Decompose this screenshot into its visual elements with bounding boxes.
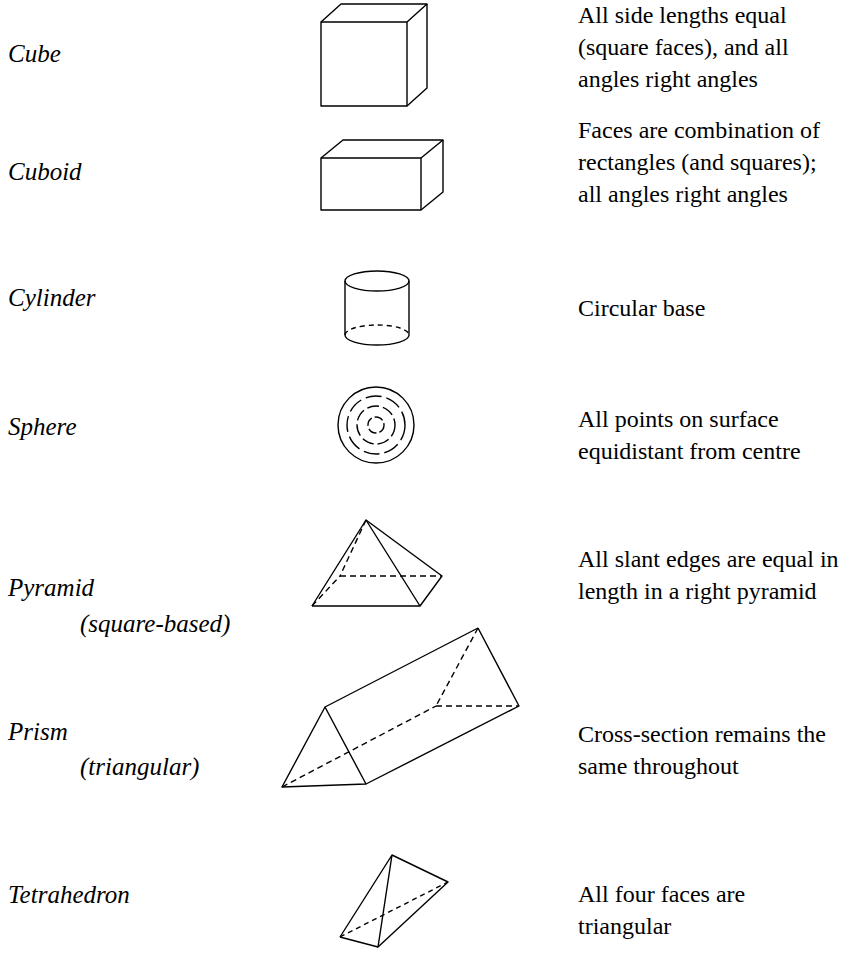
- solid-description: Faces are combination of rectangles (and…: [578, 114, 843, 210]
- sphere-figure: [338, 387, 414, 463]
- cylinder-figure: [345, 271, 409, 345]
- solid-name: (square-based): [80, 608, 230, 640]
- solid-name: Sphere: [8, 411, 77, 443]
- solid-name: (triangular): [80, 751, 199, 783]
- solid-description: All four faces are triangular: [578, 878, 843, 942]
- prism-figure: [282, 628, 519, 787]
- solid-name: Cuboid: [8, 156, 82, 188]
- solid-name: Pyramid: [8, 572, 94, 604]
- solid-description: Cross-section remains the same throughou…: [578, 718, 843, 782]
- solid-name: Cylinder: [8, 282, 96, 314]
- solid-description: Circular base: [578, 292, 843, 324]
- cuboid-figure: [321, 140, 443, 210]
- solid-description: All side lengths equal (square faces), a…: [578, 0, 843, 95]
- solid-name: Cube: [8, 38, 61, 70]
- solid-name: Tetrahedron: [8, 879, 130, 911]
- tetrahedron-figure: [340, 855, 448, 947]
- solid-description: All points on surface equidistant from c…: [578, 403, 843, 467]
- solid-name: Prism: [8, 716, 68, 748]
- pyramid-figure: [312, 520, 442, 606]
- solid-description: All slant edges are equal in length in a…: [578, 543, 843, 607]
- cube-figure: [321, 4, 427, 106]
